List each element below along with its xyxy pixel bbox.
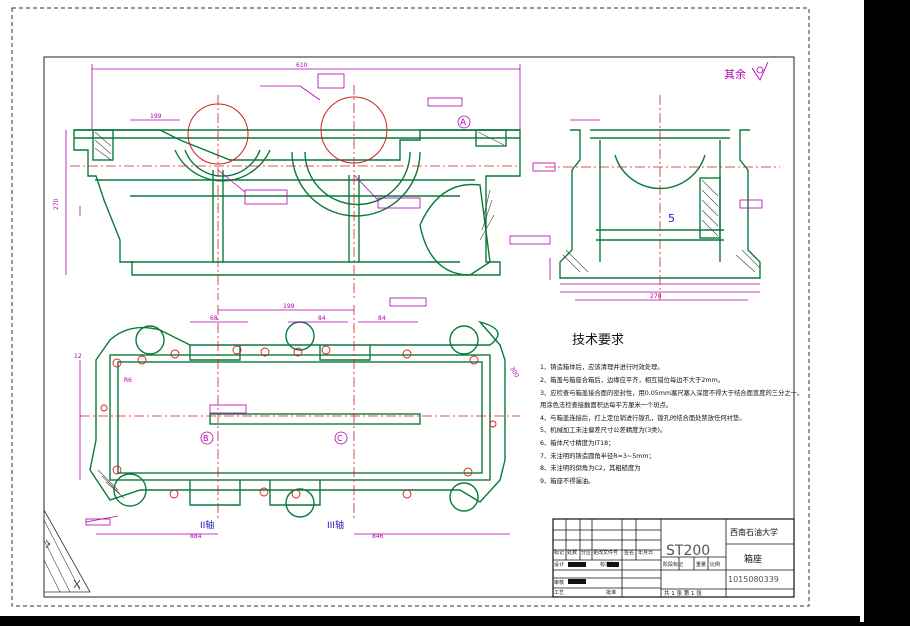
plan-view <box>89 320 506 518</box>
dim-270-left: 270 <box>53 198 60 210</box>
dim-84b: 84 <box>378 315 386 322</box>
axis-2-label: II轴 <box>200 519 214 531</box>
dim-199-plan: 199 <box>283 303 295 310</box>
dims-side <box>532 119 763 301</box>
note-3: 3、应检查与箱盖接合面的密封性，用0.05mm塞尺塞入深度不得大于结合面宽度的三… <box>540 388 803 397</box>
tb-label-approve: 批准 <box>606 589 616 596</box>
note-5: 5、机械加工未注偏差尺寸公差精度为(3类)。 <box>540 425 666 434</box>
tb-label-weight: 重量 <box>696 561 706 568</box>
tech-notes: 1、铸造箱体后，应该清理并进行时效处理。 2、箱盖与箱座合箱后，边缘应平齐，相互… <box>540 362 803 485</box>
note-6: 6、箱体尺寸精度为IT18； <box>540 438 614 447</box>
dim-199-top: 199 <box>150 113 162 120</box>
tb-label-design: 设计 <box>554 561 564 568</box>
tb-label-date: 年月日 <box>638 549 653 556</box>
title-block-labels: 标记 处数 分区 更改文件号 签名 年月日 设计 审核 工艺 标准化 批准 阶段… <box>554 549 720 596</box>
note-9: 9、箱座不得漏油。 <box>540 476 594 485</box>
bearing-circles <box>187 96 388 165</box>
drawing-number: 1015080339 <box>728 575 779 584</box>
dim-846: 846 <box>372 533 384 540</box>
tb-label-change: 更改文件号 <box>593 549 618 556</box>
center-lines-front <box>70 85 520 300</box>
datum-b: B <box>203 434 209 443</box>
tb-label-zone: 分区 <box>581 549 591 556</box>
tb-label-count: 处数 <box>567 549 577 556</box>
front-view <box>73 129 521 276</box>
note-2: 2、箱盖与箱座合箱后，边缘应平齐，相互错位每边不大于2mm。 <box>540 375 724 384</box>
dim-270-side: 270 <box>650 293 662 300</box>
hatch-side <box>562 179 761 273</box>
tech-req-title: 技术要求 <box>572 333 624 348</box>
center-lines-side <box>545 95 780 300</box>
dim-68: 68 <box>210 315 218 322</box>
note-8: 8、未注明的倒角为C2，其粗糙度为 <box>540 463 641 472</box>
note-1: 1、铸造箱体后，应该清理并进行时效处理。 <box>540 362 664 371</box>
part-code: ST200 <box>666 543 710 559</box>
dim-84a: 84 <box>318 315 326 322</box>
hatch-plan <box>43 469 125 593</box>
part-name: 箱座 <box>744 553 762 565</box>
tb-label-review: 审核 <box>554 579 564 586</box>
datum-c: C <box>337 434 343 443</box>
note-4: 4、与箱盖连接后，打上定位销进行镗孔，镗孔时结合面处禁放任何衬垫。 <box>540 413 746 422</box>
dims-front <box>65 64 551 275</box>
surface-finish-label: 其余 <box>724 67 746 81</box>
note-7: 7、未注明的铸造圆角半径R=3~5mm； <box>540 451 655 460</box>
tb-label-scale: 比例 <box>710 561 720 568</box>
tb-label-mark: 标记 <box>554 549 564 556</box>
sheet-count: 共 1 张 第 1 张 <box>664 589 702 597</box>
dim-r6: R6 <box>124 377 132 384</box>
dims-plan <box>79 297 510 535</box>
title-block <box>552 518 795 598</box>
tb-label-sign: 签名 <box>624 549 634 556</box>
hatch-front <box>94 131 505 241</box>
axis-3-label: III轴 <box>327 519 344 531</box>
viewport-edge-bottom <box>0 614 864 616</box>
tb-label-standard: 标准化 <box>600 561 615 568</box>
note-3b: 用涂色法检查接触面积达每平方厘米一个斑点。 <box>540 400 672 409</box>
ucs-icon <box>43 508 91 593</box>
datum-a: A <box>460 118 467 128</box>
tb-label-process: 工艺 <box>554 590 564 596</box>
tb-label-stage: 阶段标记 <box>663 561 683 568</box>
university-name: 西南石油大学 <box>730 527 778 537</box>
section-5: 5 <box>668 212 675 225</box>
bolt-holes <box>100 345 497 499</box>
viewport-edge-right <box>860 0 864 622</box>
center-lines-plan <box>80 305 520 520</box>
dim-884: 884 <box>190 533 202 540</box>
dim-12: 12 <box>74 353 82 360</box>
dim-300: 300 <box>508 366 520 380</box>
dim-610: 610 <box>296 62 308 69</box>
